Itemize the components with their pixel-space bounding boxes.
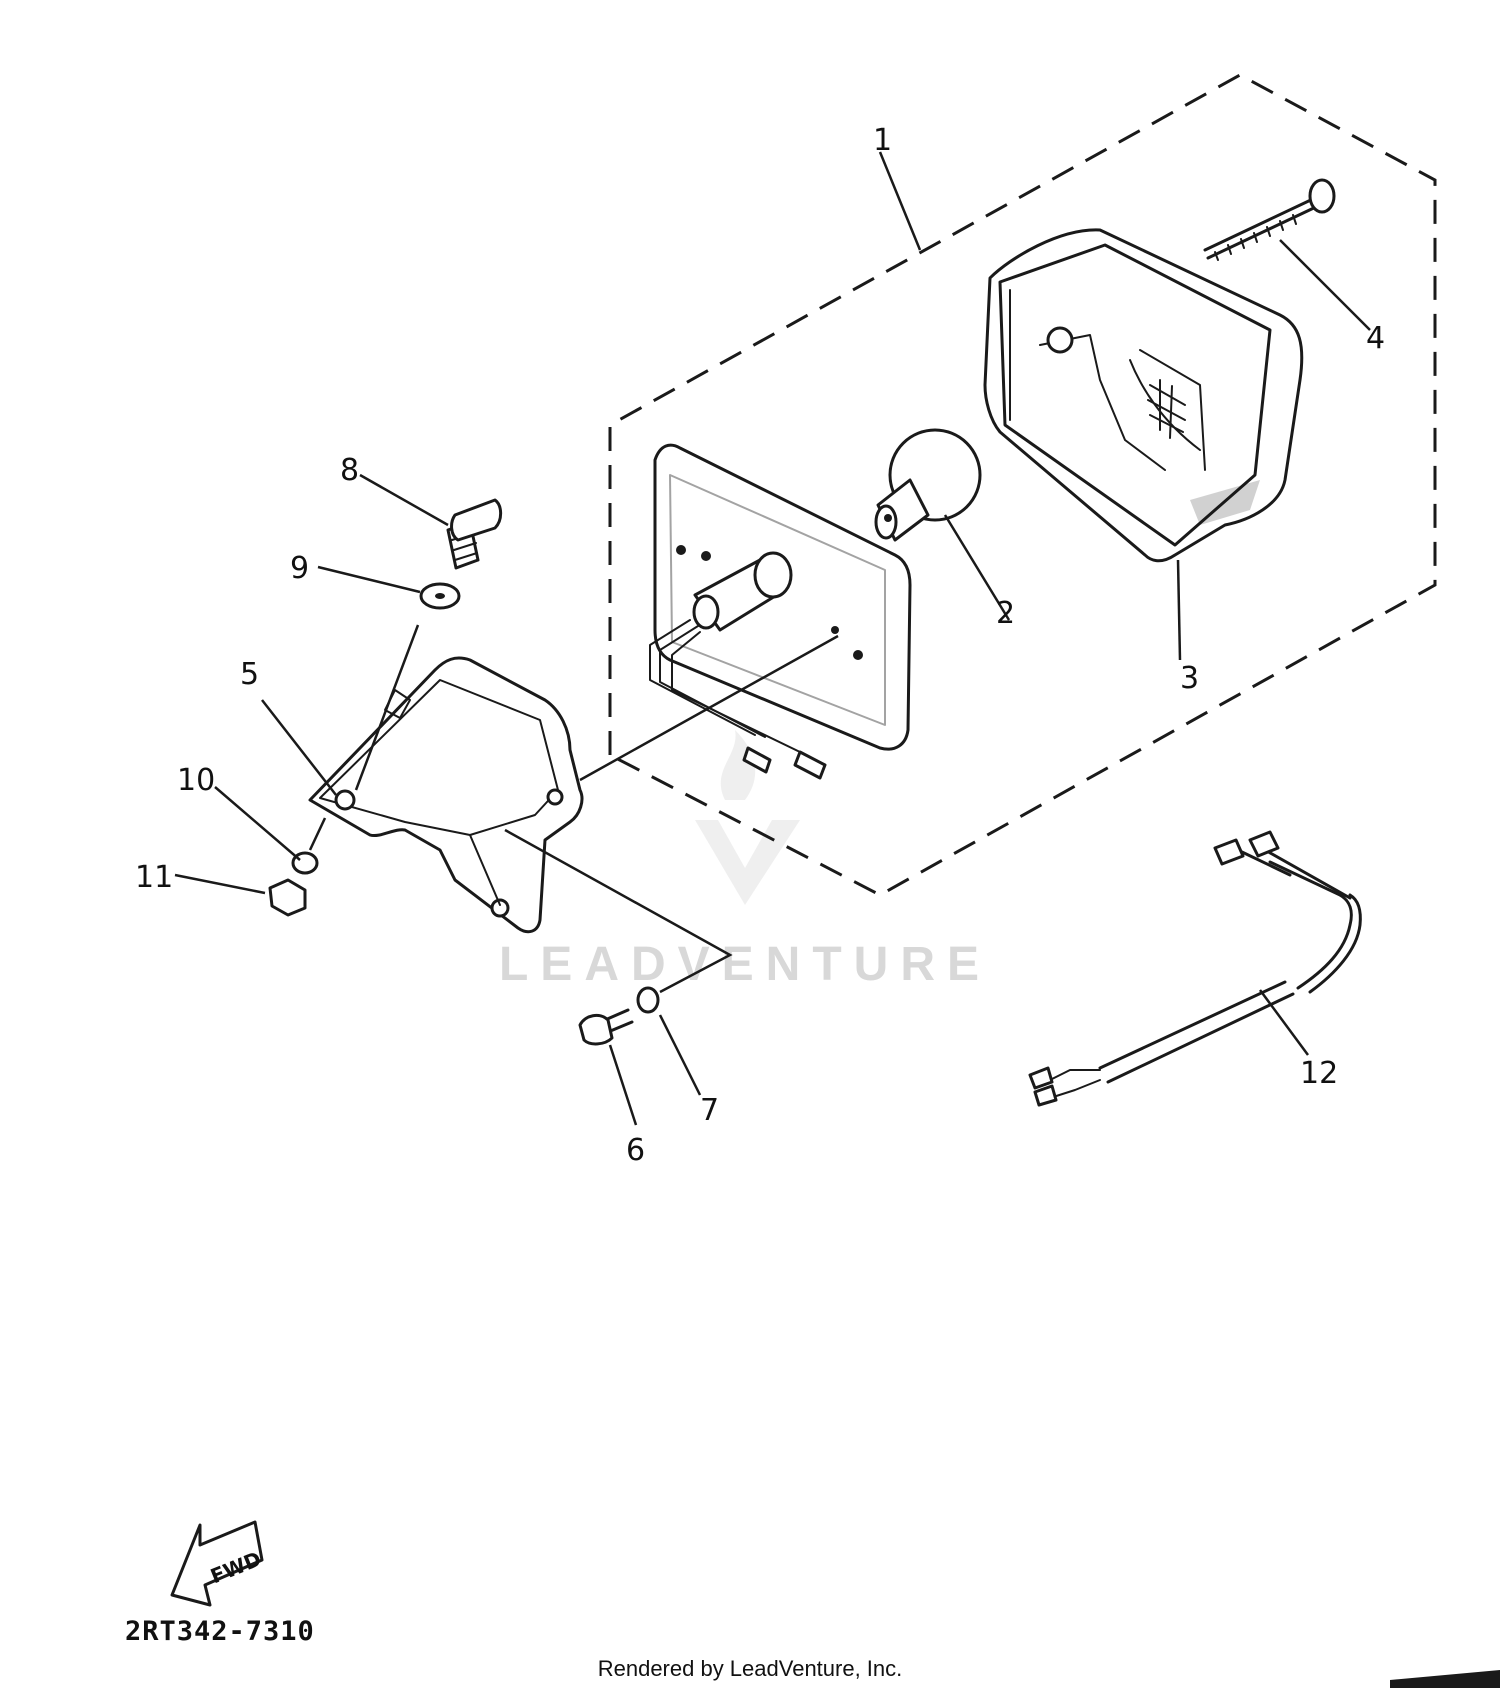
watermark-text: LEADVENTURE	[499, 938, 991, 991]
callout-11: 11	[135, 860, 173, 895]
part-3-lens-housing	[983, 228, 1304, 563]
part-7-washer	[636, 986, 660, 1014]
part-11-nut	[268, 878, 307, 917]
assembly-lines	[308, 624, 839, 994]
callout-10: 10	[177, 763, 215, 798]
callout-8: 8	[340, 453, 359, 488]
callout-12: 12	[1300, 1056, 1338, 1091]
callout-2: 2	[996, 596, 1015, 631]
callout-1: 1	[873, 123, 892, 158]
part-8-bolt	[446, 498, 503, 570]
diagram-code: 2RT342-7310	[125, 1616, 315, 1647]
wire-terminals	[742, 746, 827, 780]
part-12-wire-harness	[1028, 830, 1362, 1107]
callout-3: 3	[1180, 661, 1199, 696]
fwd-arrow: FWD	[170, 1520, 265, 1607]
callout-5: 5	[240, 657, 259, 692]
lens-reflector-grid	[1147, 379, 1186, 439]
bulb-socket	[692, 551, 793, 632]
credit-text: Rendered by LeadVenture, Inc.	[598, 1656, 903, 1681]
callout-9: 9	[290, 551, 309, 586]
base-plate	[649, 443, 912, 780]
leader-lines	[174, 151, 1371, 1126]
assembly-boundary	[608, 73, 1437, 897]
part-4-screw	[1203, 178, 1336, 261]
part-2-bulb	[874, 428, 982, 542]
callout-6: 6	[626, 1133, 645, 1168]
callout-4: 4	[1366, 321, 1385, 356]
part-6-screw	[578, 1008, 634, 1046]
callout-labels: 1 2 3 4 5 6 7 8 9 10 11 12	[135, 123, 1385, 1168]
callout-7: 7	[700, 1093, 719, 1128]
corner-mark	[1390, 1670, 1500, 1688]
part-5-bracket	[308, 656, 584, 934]
